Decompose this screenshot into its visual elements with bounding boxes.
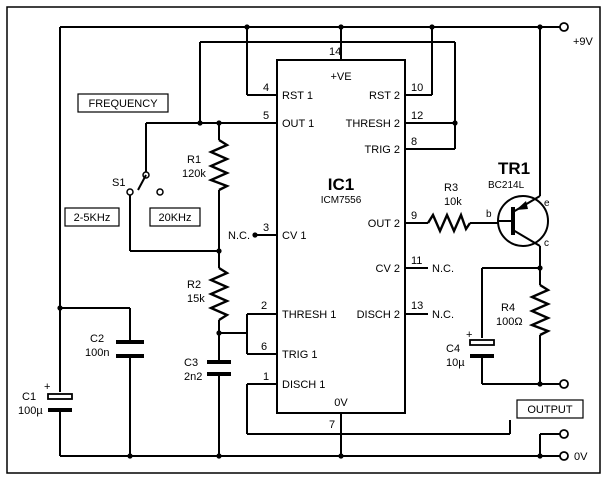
junctions [57, 24, 543, 459]
range-low-label: 2-5KHz [74, 212, 111, 224]
c1-plus: + [44, 381, 50, 393]
terminals [559, 22, 569, 461]
pin-label-rst2: RST 2 [369, 90, 400, 102]
r4-value: 100Ω [496, 316, 523, 328]
range-high-label: 20KHz [158, 212, 191, 224]
c3-value: 2n2 [184, 371, 202, 383]
r2-value: 15k [187, 293, 205, 305]
ground-terminal [559, 451, 569, 461]
pin-number-14: 14 [329, 46, 341, 58]
r4-name: R4 [501, 302, 515, 314]
pin-number-12: 12 [411, 110, 423, 122]
pin-label-gnd: 0V [334, 397, 348, 409]
diagram-frame [6, 6, 601, 474]
resistor-r1 [207, 138, 230, 192]
r2-name: R2 [187, 279, 201, 291]
pin-label-cv1: CV 1 [282, 230, 306, 242]
resistor-r4 [528, 283, 551, 337]
range-high-box [149, 207, 201, 227]
pin-number-9: 9 [411, 210, 417, 222]
output-label-box [516, 399, 584, 419]
ic1-body [276, 59, 406, 414]
capacitor-c2 [116, 340, 144, 358]
ic1-name: IC1 [328, 175, 354, 194]
supply-terminal [559, 22, 569, 32]
c2-value: 100n [85, 347, 109, 359]
nc-label-cv2: N.C. [432, 263, 454, 275]
pin-label-trig1: TRIG 1 [282, 349, 317, 361]
c4-value: 10µ [446, 357, 465, 369]
c4-plus: + [466, 329, 472, 341]
pin-number-8: 8 [411, 136, 417, 148]
c1-name: C1 [22, 391, 36, 403]
pin-label-out2: OUT 2 [368, 218, 400, 230]
output-terminal [559, 379, 569, 389]
pin-number-7: 7 [329, 419, 335, 431]
ic1-part: ICM7556 [321, 195, 362, 206]
nc-label-cv1: N.C. [228, 230, 250, 242]
c2-name: C2 [90, 333, 104, 345]
capacitor-c4 [469, 339, 495, 358]
pin-number-13: 13 [411, 300, 423, 312]
r3-value: 10k [444, 196, 462, 208]
r3-name: R3 [444, 182, 458, 194]
transistor-tr1 [497, 195, 549, 247]
s1-label: S1 [112, 177, 125, 189]
resistor-r2 [208, 266, 230, 322]
resistor-r3 [426, 211, 471, 234]
tr1-collector: c [544, 238, 549, 249]
frequency-label: FREQUENCY [88, 98, 158, 110]
pin-label-out1: OUT 1 [282, 118, 314, 130]
pin-label-thresh2: THRESH 2 [346, 118, 400, 130]
pin-number-3: 3 [263, 222, 269, 234]
frequency-label-box [77, 93, 169, 113]
pin-label-vcc: +VE [330, 71, 351, 83]
pin-number-2: 2 [261, 300, 267, 312]
ground-label: 0V [574, 451, 588, 463]
nc-label-disch2: N.C. [432, 309, 454, 321]
r1-name: R1 [187, 154, 201, 166]
supply-label: +9V [573, 36, 594, 48]
pin-label-cv2: CV 2 [376, 263, 400, 275]
r1-value: 120k [182, 168, 206, 180]
pin-number-6: 6 [261, 341, 267, 353]
pin-number-1: 1 [263, 371, 269, 383]
pin-label-thresh1: THRESH 1 [282, 309, 336, 321]
tr1-base: b [486, 209, 492, 220]
capacitor-c1 [47, 393, 73, 412]
switch-s1 [126, 171, 164, 196]
c4-name: C4 [446, 343, 460, 355]
capacitor-c3 [207, 358, 231, 382]
tr1-emitter: e [544, 198, 550, 209]
pin-number-5: 5 [263, 110, 269, 122]
c3-name: C3 [184, 357, 198, 369]
pin-label-rst1: RST 1 [282, 90, 313, 102]
tr1-part: BC214L [488, 180, 525, 191]
output-ground-terminal [559, 429, 569, 439]
pin-label-disch1: DISCH 1 [282, 379, 325, 391]
pin-number-11: 11 [411, 255, 422, 267]
tr1-name: TR1 [498, 159, 530, 178]
pin-label-disch2: DISCH 2 [357, 309, 400, 321]
pin-number-10: 10 [411, 82, 423, 94]
pin-label-trig2: TRIG 2 [365, 144, 400, 156]
output-label: OUTPUT [527, 404, 573, 416]
range-low-box [64, 207, 120, 227]
c1-value: 100µ [18, 405, 43, 417]
pin-number-4: 4 [263, 82, 269, 94]
wires [59, 26, 560, 457]
